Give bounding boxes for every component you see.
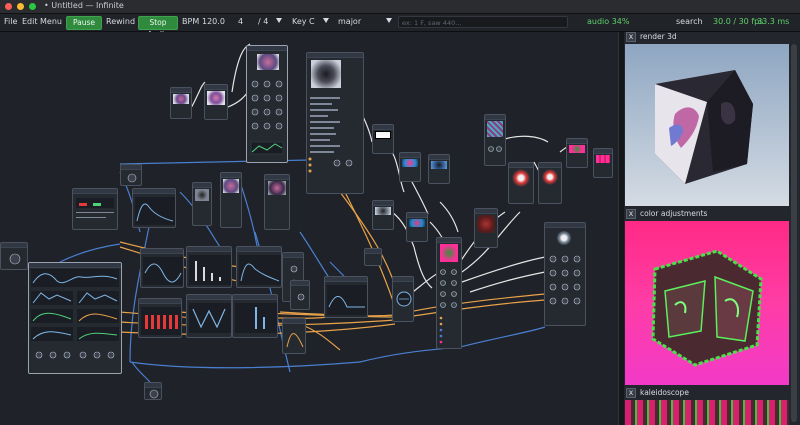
bpm-label: BPM <box>182 17 200 26</box>
panel-splitter[interactable] <box>618 32 625 425</box>
close-kaleidoscope-preview-button[interactable]: X <box>626 388 636 398</box>
title-bar: • Untitled — Infinite <box>0 0 800 14</box>
panel-title-kaleidoscope: kaleidoscope <box>640 388 689 397</box>
image-node[interactable] <box>593 148 613 178</box>
filter-node[interactable] <box>186 294 232 338</box>
knob-node[interactable] <box>144 382 162 400</box>
time-signature-numerator[interactable]: 4 <box>238 17 244 26</box>
image-node[interactable] <box>220 172 242 228</box>
envelope-node[interactable] <box>282 318 306 354</box>
effect-node[interactable] <box>544 222 586 326</box>
kaleidoscope-node[interactable] <box>538 162 562 204</box>
bpm-field[interactable]: 120.0 <box>202 17 225 26</box>
rewind-button[interactable]: Rewind <box>106 17 136 26</box>
toolbar: File Edit Menu Pause Rewind Stop Audio B… <box>0 14 800 39</box>
lfo-node[interactable] <box>120 164 142 186</box>
key-label: Key <box>292 17 307 26</box>
kaleidoscope-preview <box>625 400 789 425</box>
node-search-input[interactable]: ex: 1 F, saw 440... <box>398 16 568 28</box>
stop-audio-button[interactable]: Stop Audio <box>138 16 178 39</box>
minimize-window-button[interactable] <box>17 3 24 10</box>
pause-button[interactable]: Pause <box>66 16 102 30</box>
image-node[interactable] <box>484 114 506 166</box>
step-sequencer-node[interactable] <box>138 298 182 338</box>
close-color-adjustments-preview-button[interactable]: X <box>626 209 636 219</box>
knob-node[interactable] <box>290 280 310 310</box>
node-graph-canvas[interactable] <box>0 32 618 425</box>
scale-select[interactable]: major <box>338 17 362 26</box>
spectrum-node[interactable] <box>232 294 278 338</box>
time-signature-denominator: / 4 <box>258 17 269 26</box>
window-title: • Untitled — Infinite <box>44 1 124 10</box>
search-button[interactable]: search <box>676 17 703 26</box>
output-node[interactable] <box>392 276 414 322</box>
image-node[interactable] <box>566 138 588 168</box>
envelope-node[interactable] <box>236 246 282 288</box>
knob-node[interactable] <box>364 248 382 266</box>
image-node[interactable] <box>428 154 450 184</box>
image-node[interactable] <box>204 84 228 120</box>
time-signature-dropdown-icon[interactable] <box>276 18 282 23</box>
close-window-button[interactable] <box>5 3 12 10</box>
oscillator-node[interactable] <box>186 246 232 288</box>
color-adjustments-node[interactable] <box>436 237 462 349</box>
audio-status: audio 34% <box>587 17 630 26</box>
sequencer-node[interactable] <box>72 188 118 230</box>
oscillator-node[interactable] <box>324 276 368 318</box>
key-dropdown-icon[interactable] <box>323 18 329 23</box>
panel-title-color-adjustments: color adjustments <box>640 209 708 218</box>
color-adjustments-preview <box>625 221 789 385</box>
image-node[interactable] <box>192 182 212 226</box>
zoom-window-button[interactable] <box>29 3 36 10</box>
knob-node[interactable] <box>0 242 28 270</box>
menu-menu[interactable]: Menu <box>40 17 62 26</box>
oscillator-node[interactable] <box>140 248 184 288</box>
panel-title-render-3d: render 3d <box>640 32 677 41</box>
image-node[interactable] <box>170 87 192 119</box>
render-3d-cube-image <box>655 70 753 184</box>
frame-time-readout: 33.3 ms <box>757 17 790 26</box>
image-node[interactable] <box>399 152 421 182</box>
image-node[interactable] <box>372 200 394 230</box>
generator-node[interactable] <box>246 45 288 163</box>
fps-readout: 30.0 / 30 fps <box>713 17 764 26</box>
image-node[interactable] <box>372 124 394 154</box>
menu-file[interactable]: File <box>4 17 18 26</box>
render-3d-preview <box>625 44 789 206</box>
synth-node[interactable] <box>28 262 122 374</box>
preview-panel-scrollbar[interactable] <box>791 44 797 422</box>
key-select[interactable]: C <box>309 17 315 26</box>
menu-edit[interactable]: Edit <box>22 17 38 26</box>
close-render-3d-preview-button[interactable]: X <box>626 32 636 42</box>
envelope-node[interactable] <box>132 188 176 228</box>
kaleidoscope-node[interactable] <box>508 162 534 204</box>
color-adjusted-cube-image <box>651 249 763 367</box>
scale-dropdown-icon[interactable] <box>386 18 392 23</box>
image-node[interactable] <box>406 212 428 242</box>
render-3d-node[interactable] <box>306 52 364 194</box>
image-node[interactable] <box>474 208 498 248</box>
image-node[interactable] <box>264 174 290 230</box>
